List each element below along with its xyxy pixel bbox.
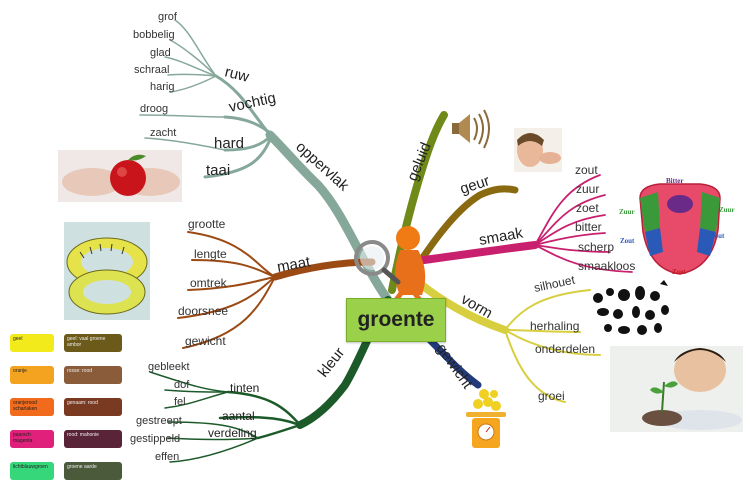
- leaf-zoet: zoet: [576, 201, 599, 215]
- leaf-zacht: zacht: [150, 127, 176, 139]
- leaf-bobbelig: bobbelig: [133, 29, 175, 41]
- leaf-dof: dof: [174, 379, 190, 391]
- leaf-glad: glad: [150, 47, 171, 59]
- branch-geur: [401, 185, 519, 289]
- tongue-zoet: Zoet: [672, 268, 686, 276]
- label-verdeling: verdeling: [208, 426, 257, 440]
- label-maat: maat: [276, 253, 313, 276]
- color-swatch-row: oranjerood scharlaken genaam: rood: [10, 398, 122, 420]
- speaker-icon: [452, 109, 490, 149]
- mind-map: oppervlak ruw grof bobbelig glad schraal…: [10, 11, 743, 480]
- leaf-fel: fel: [174, 396, 186, 408]
- label-hard: hard: [214, 135, 244, 152]
- color-swatch: oranje: [10, 366, 54, 384]
- vegetable-silhouettes: [593, 280, 669, 335]
- leaf-herhaling: herhaling: [530, 319, 579, 333]
- child-seedling-photo: [610, 346, 743, 432]
- color-swatch-legend: geel geel: vaal groene ambor oranje rosse: …: [10, 334, 122, 494]
- leaf-gestreept: gestreept: [136, 415, 182, 427]
- scale-photo: [466, 389, 506, 448]
- apple-photo: [58, 150, 182, 202]
- leaf-zuur: zuur: [576, 182, 599, 196]
- color-swatch-muted: rood: mahonie: [64, 430, 122, 448]
- color-swatch: oranjerood scharlaken: [10, 398, 54, 416]
- leaf-schraal: schraal: [134, 64, 169, 76]
- color-swatch-muted: groene aarde: [64, 462, 122, 480]
- leaf-bitter: bitter: [575, 220, 602, 234]
- tongue-zuur-left: Zuur: [619, 208, 635, 216]
- label-gewicht: gewicht: [433, 341, 477, 393]
- color-swatch-muted: rosse: rood: [64, 366, 122, 384]
- leaf-lengte: lengte: [194, 247, 227, 261]
- leaf-groei: groei: [538, 389, 565, 403]
- mascot-magnifier-icon: [354, 226, 426, 303]
- smell-photo: [514, 128, 562, 172]
- leaf-smaakloos: smaakloos: [578, 259, 635, 273]
- branch-vorm: [414, 278, 601, 403]
- label-aantal: aantal: [222, 409, 255, 423]
- leaf-grootte: grootte: [188, 217, 226, 231]
- color-swatch: paarsch magenta: [10, 430, 54, 448]
- label-ruw: ruw: [223, 63, 251, 85]
- color-swatch-muted: genaam: rood: [64, 398, 122, 416]
- color-swatch-row: paarsch magenta rood: mahonie: [10, 430, 122, 452]
- color-swatch: lichtblauwgroen: [10, 462, 54, 480]
- leaf-gebleekt: gebleekt: [148, 361, 190, 373]
- leaf-droog: droog: [140, 103, 168, 115]
- central-topic-label: groente: [357, 308, 435, 331]
- tape-measure-photo: [64, 222, 150, 320]
- leaf-zout: zout: [575, 163, 598, 177]
- leaf-gewicht-maat: gewicht: [185, 334, 226, 348]
- leaf-doorsnee: doorsnee: [178, 304, 228, 318]
- mind-map-canvas: oppervlak ruw grof bobbelig glad schraal…: [58, 11, 743, 463]
- leaf-harig: harig: [150, 81, 174, 93]
- leaf-onderdelen: onderdelen: [535, 342, 595, 356]
- tongue-taste-map: Bitter Zuur Zuur Zout Zout Zoet: [619, 177, 735, 276]
- leaf-effen: effen: [155, 451, 179, 463]
- color-swatch-muted: geel: vaal groene ambor: [64, 334, 122, 352]
- color-swatch-row: lichtblauwgroen groene aarde: [10, 462, 122, 484]
- leaf-grof: grof: [158, 11, 178, 23]
- tongue-zuur-right: Zuur: [719, 206, 735, 214]
- branch-gewicht: [424, 334, 482, 389]
- leaf-omtrek: omtrek: [190, 276, 228, 290]
- leaf-gestippeld: gestippeld: [130, 433, 180, 445]
- central-topic[interactable]: groente: [346, 298, 446, 342]
- label-taai: taai: [206, 162, 230, 179]
- label-kleur: kleur: [315, 344, 348, 380]
- color-swatch-row: geel geel: vaal groene ambor: [10, 334, 122, 356]
- tongue-bitter: Bitter: [666, 177, 684, 185]
- color-swatch: geel: [10, 334, 54, 352]
- leaf-scherp: scherp: [578, 240, 614, 254]
- label-tinten: tinten: [230, 381, 259, 395]
- tongue-zout-left: Zout: [620, 237, 635, 245]
- label-geluid: geluid: [404, 140, 435, 183]
- tongue-zout-right: Zout: [710, 232, 725, 240]
- color-swatch-row: oranje rosse: rood: [10, 366, 122, 388]
- leaf-silhouet: silhouet: [533, 273, 577, 295]
